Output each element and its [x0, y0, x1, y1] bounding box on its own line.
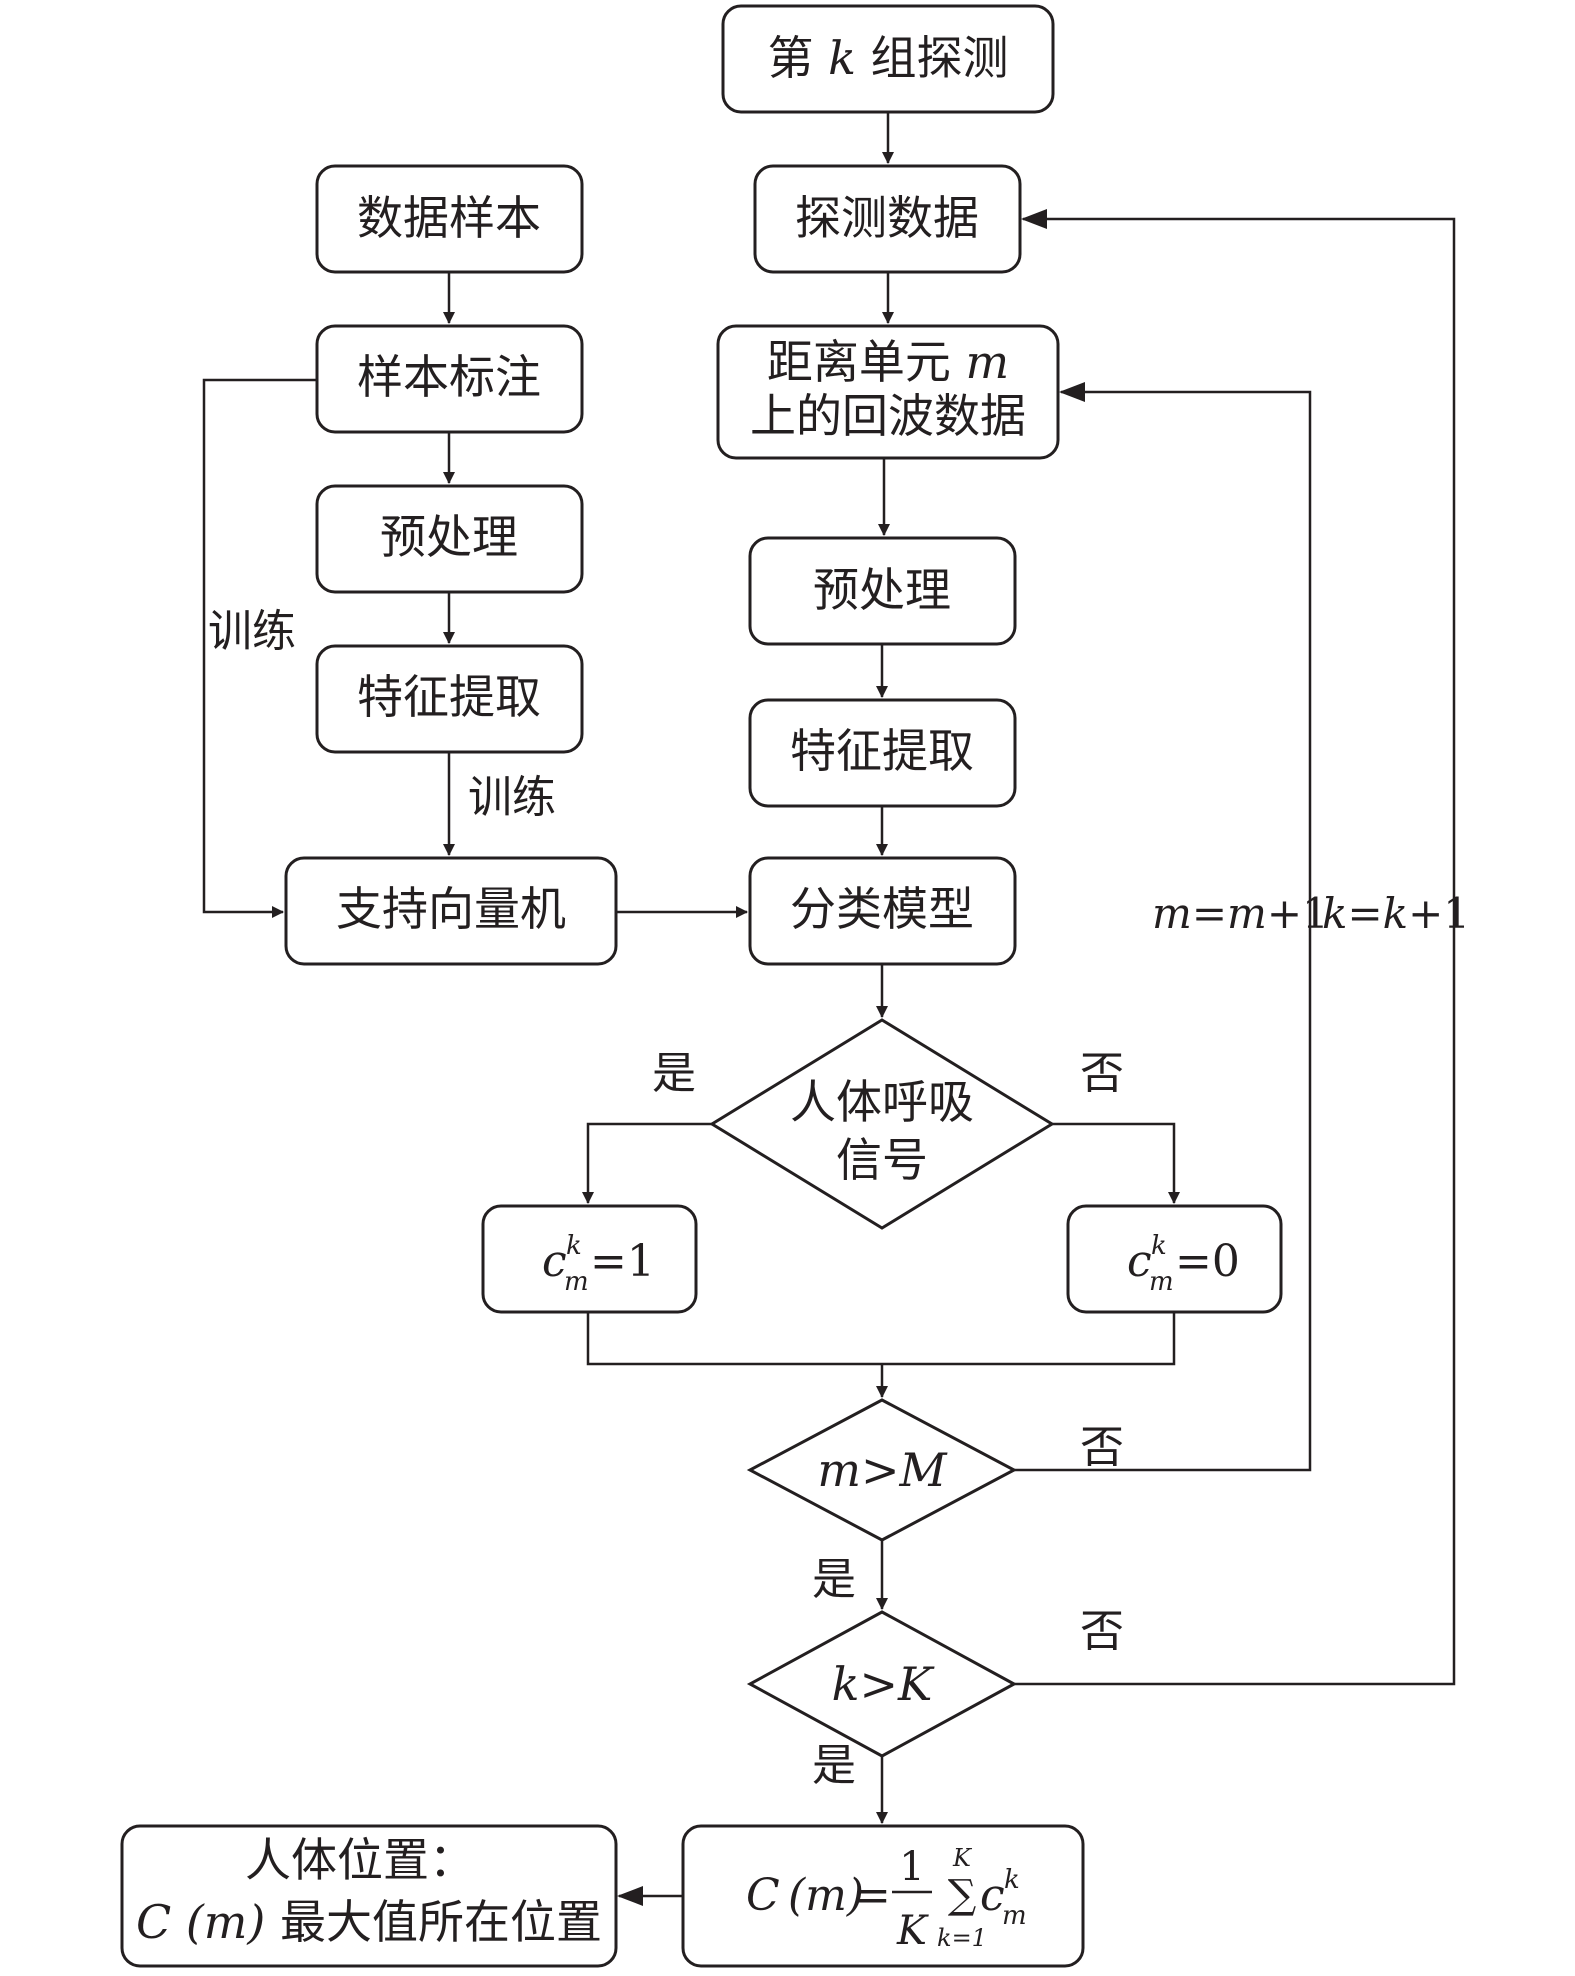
formula-sum-bottom: k=1 [937, 1924, 987, 1952]
node-preprocess-right-label: 预处理 [813, 563, 951, 617]
node-classifier: 分类模型 [748, 856, 1017, 966]
node-c-zero-rhs: =0 [1175, 1236, 1240, 1287]
node-feature-left-label: 特征提取 [357, 670, 541, 724]
node-svm-label: 支持向量机 [336, 882, 566, 936]
node-classifier-label: 分类模型 [790, 882, 974, 936]
node-result-line1: 人体位置： [245, 1833, 475, 1887]
label-yes-k: 是 [812, 1740, 856, 1791]
node-c-zero-var: c [1127, 1236, 1152, 1287]
node-c-zero-sup: k [1151, 1231, 1167, 1261]
node-sample-label: 样本标注 [315, 324, 584, 434]
label-k-increment: k=k+1 [1322, 889, 1470, 938]
label-train-mid: 训练 [468, 772, 556, 823]
node-data-sample-label: 数据样本 [357, 191, 541, 245]
node-result: 人体位置： C (m) 最大值所在位置 [120, 1824, 618, 1968]
node-decision-breath-line1: 人体呼吸 [790, 1075, 974, 1129]
node-feature-right-label: 特征提取 [790, 724, 974, 778]
node-k-group-label: 第 k 组探测 [767, 31, 1008, 85]
formula-lhs: C [746, 1870, 780, 1921]
label-train-left: 训练 [208, 606, 296, 657]
label-no-k: 否 [1080, 1606, 1124, 1657]
node-c-one-rhs: =1 [590, 1236, 655, 1287]
node-decision-k-label: k>K [832, 1657, 935, 1711]
edge-merge [586, 1312, 1176, 1366]
node-decision-breath-line2: 信号 [836, 1133, 928, 1187]
node-decision-m-label: m>M [817, 1443, 948, 1497]
node-c-one-var: c [542, 1236, 567, 1287]
node-data-sample: 数据样本 [315, 164, 584, 274]
edge-k-loop [1014, 209, 1456, 1686]
edge-decision-no [1052, 1122, 1180, 1204]
node-sample-label-label: 样本标注 [357, 350, 541, 404]
node-c-zero: c k m =0 [1066, 1204, 1283, 1314]
formula-numerator: 1 [899, 1844, 924, 1890]
node-result-line2: C (m) 最大值所在位置 [136, 1895, 602, 1949]
node-c-one-sup: k [566, 1231, 582, 1261]
node-probe-data-label: 探测数据 [795, 191, 979, 245]
node-feature-left: 特征提取 [315, 644, 584, 754]
node-decision-k: k>K [746, 1610, 1018, 1758]
node-preprocess-left: 预处理 [315, 484, 584, 594]
formula-sub: m [1002, 1901, 1027, 1931]
node-c-one: c k m =1 [481, 1204, 698, 1314]
node-formula: C (m) = 1 K K ∑ k=1 c k m [681, 1824, 1085, 1968]
node-preprocess-right: 预处理 [748, 536, 1017, 646]
connectors [202, 112, 1456, 1906]
label-m-increment: m=m+1 [1152, 889, 1329, 938]
label-yes-breath: 是 [652, 1048, 696, 1099]
node-range-unit-line2: 上的回波数据 [750, 389, 1026, 443]
label-no-m: 否 [1080, 1422, 1124, 1473]
node-preprocess-left-label: 预处理 [380, 510, 518, 564]
node-k-group: 第 k 组探测 [721, 4, 1055, 114]
node-c-zero-sub: m [1149, 1267, 1174, 1297]
formula-sum-symbol: ∑ [948, 1872, 977, 1918]
formula-arg: (m) [788, 1870, 864, 1921]
formula-sum-top: K [952, 1844, 973, 1872]
node-c-one-sub: m [564, 1267, 589, 1297]
formula-eq: = [854, 1870, 891, 1921]
formula-denominator: K [896, 1908, 929, 1954]
formula-var: c [980, 1870, 1005, 1921]
edge-label-to-svm [202, 378, 317, 918]
edge-decision-yes [582, 1122, 712, 1204]
edge-m-loop [1014, 382, 1312, 1472]
node-feature-right: 特征提取 [748, 698, 1017, 808]
node-decision-breath: 人体呼吸 信号 [709, 1018, 1055, 1230]
node-probe-data: 探测数据 [753, 164, 1022, 274]
node-svm: 支持向量机 [284, 856, 618, 966]
label-no-breath: 否 [1080, 1048, 1124, 1099]
formula-sup: k [1004, 1865, 1020, 1895]
node-range-unit-line1: 距离单元 m [767, 335, 1009, 389]
node-decision-m: m>M [746, 1398, 1018, 1542]
label-yes-m: 是 [812, 1554, 856, 1605]
node-range-unit: 距离单元 m 上的回波数据 [716, 324, 1060, 460]
